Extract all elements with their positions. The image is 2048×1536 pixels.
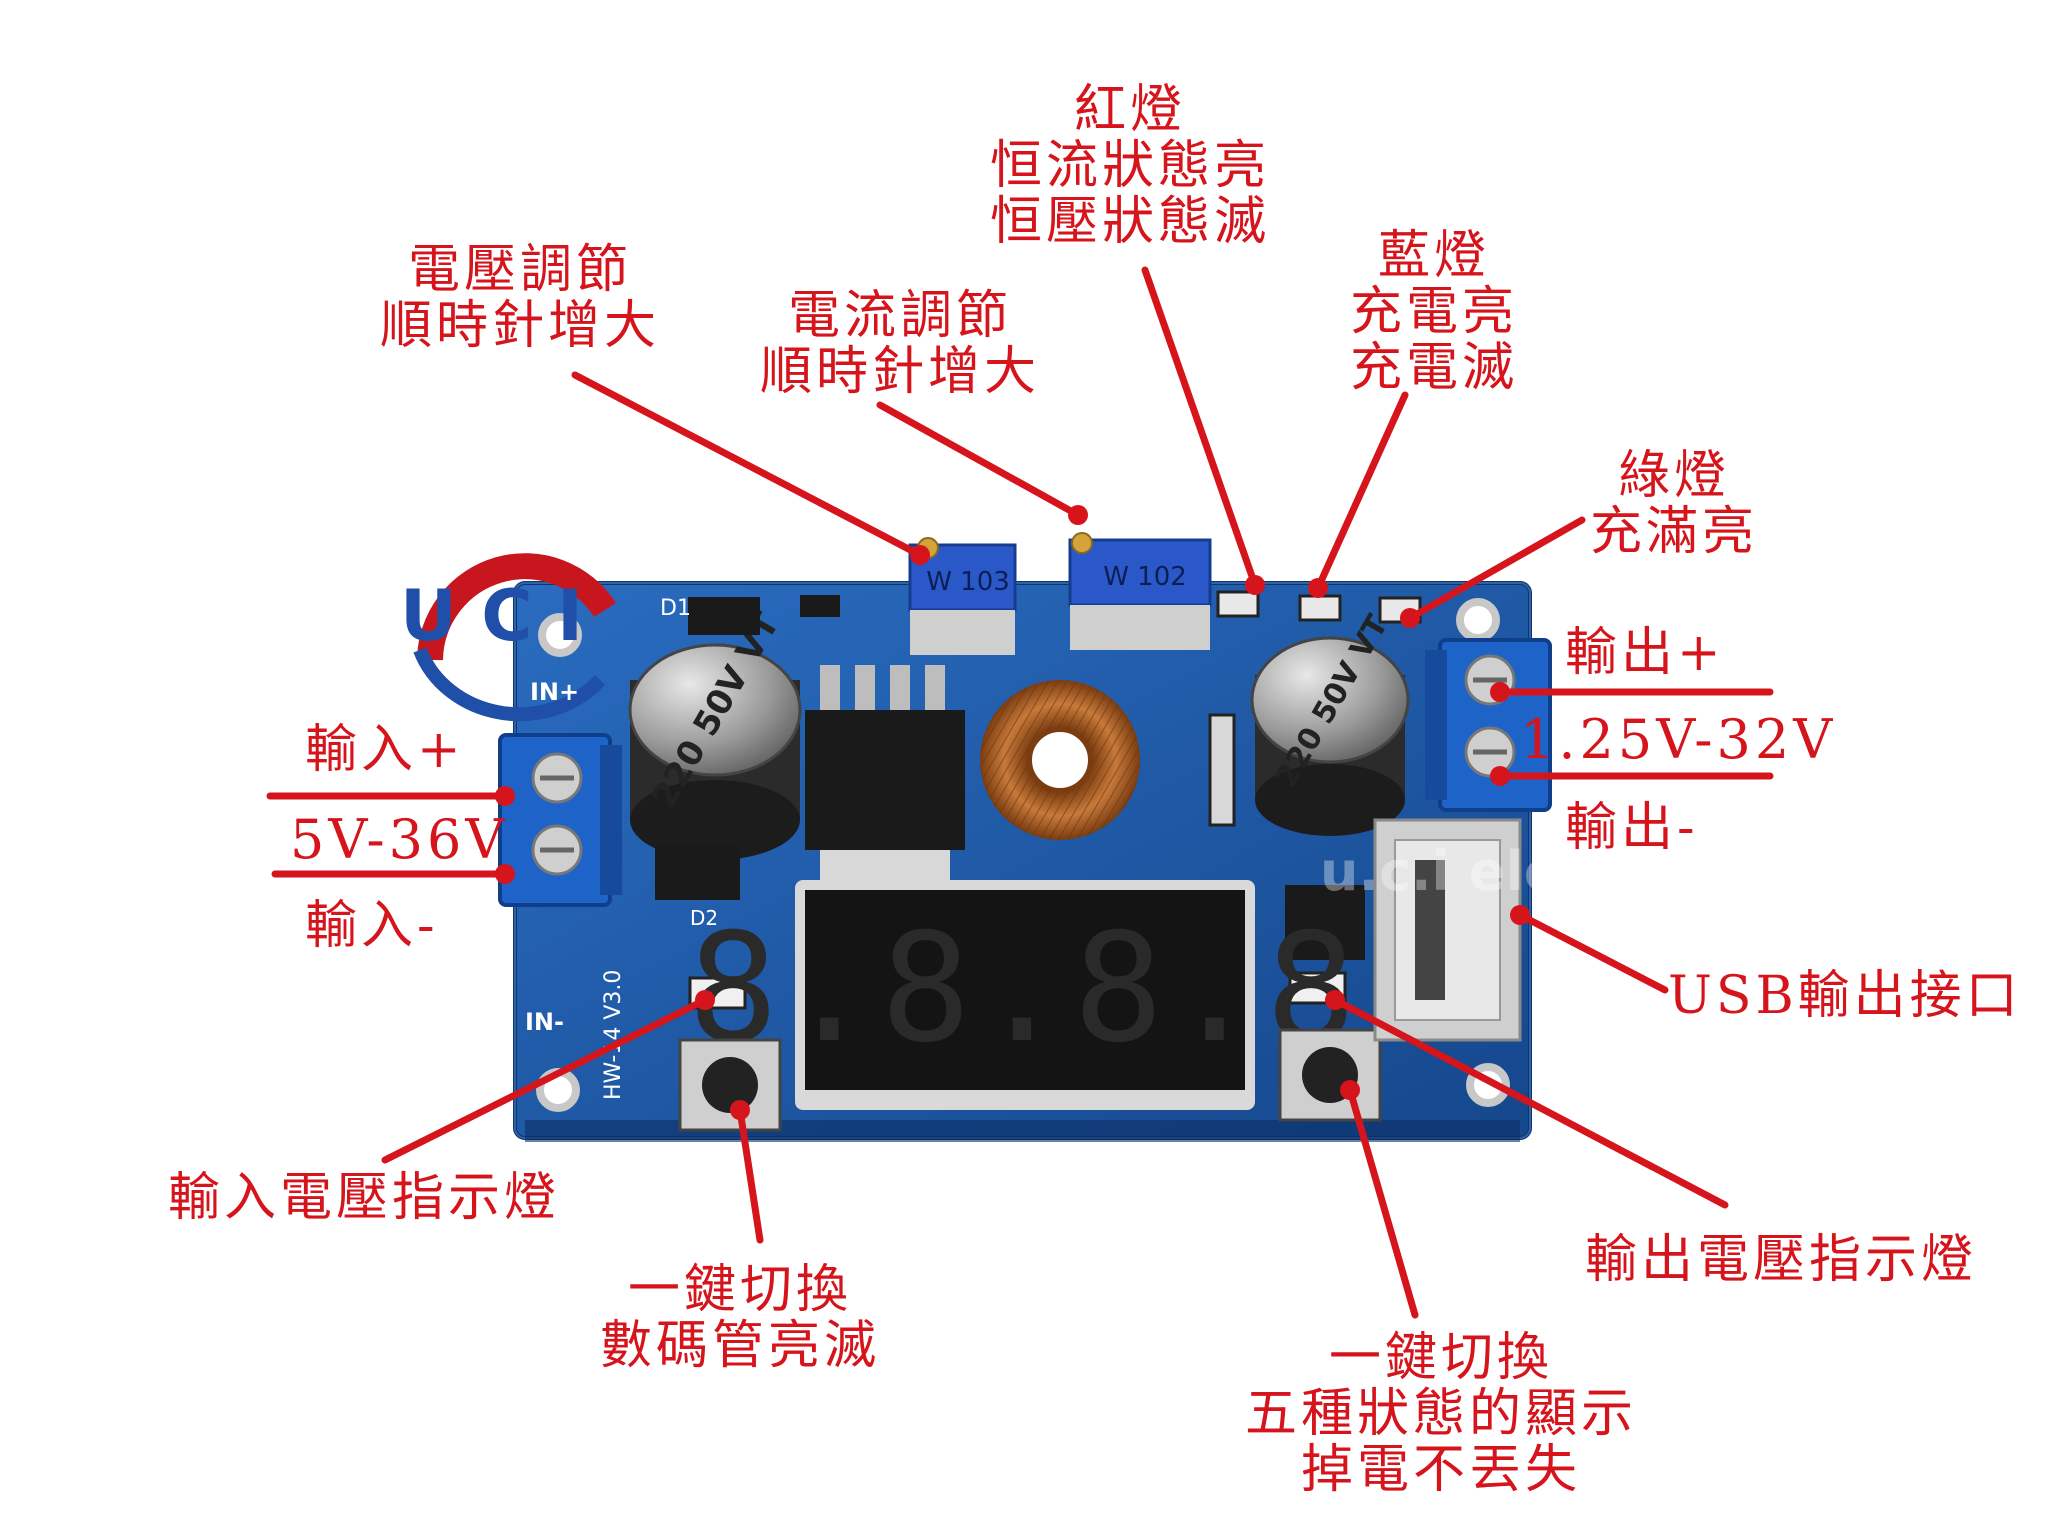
silk-d1: D1 (660, 596, 691, 621)
regulator-ic (805, 665, 965, 880)
label-output-range: 1.25V-32V (1520, 708, 1837, 771)
pointer-usb (1516, 911, 1669, 994)
pointer-voltage-adjust (571, 371, 924, 559)
pointer-output-voltage-led (1331, 996, 1729, 1209)
pot-right-text: W 102 (1103, 562, 1187, 592)
usb-port-icon (1373, 818, 1522, 1042)
label-output-plus: 輸出+ (1565, 623, 1725, 683)
logo-letters: U C I (400, 575, 583, 657)
silk-in-plus: IN+ (530, 678, 579, 706)
label-input-minus: 輸入- (305, 896, 439, 956)
label-current-adjust: 電流調節 順時針增大 (760, 286, 1041, 402)
label-usb-output: USB輸出接口 (1668, 966, 2022, 1026)
output-terminal-block (1425, 638, 1552, 812)
pointer-red-led (1141, 266, 1259, 589)
label-red-led: 紅燈 恒流狀態亮 恒壓狀態滅 (990, 80, 1271, 252)
pointer-button-left (736, 1106, 764, 1244)
pot-left-text: W 103 (926, 567, 1010, 597)
uci-logo-icon: U C I (400, 553, 616, 722)
label-input-plus: 輸入+ (305, 720, 465, 780)
pointer-blue-led (1314, 391, 1409, 592)
pot-current: W 102 (1068, 532, 1212, 650)
button-left-icon[interactable] (678, 1038, 782, 1132)
label-output-minus: 輸出- (1565, 798, 1699, 858)
mount-hole-icon (538, 613, 582, 657)
red-led-icon (1216, 590, 1260, 618)
label-green-led: 綠燈 充滿亮 (1590, 446, 1759, 562)
label-input-range: 5V-36V (290, 808, 509, 871)
pointer-input-voltage-led (381, 996, 709, 1164)
seven-segment-display: 8.8.8.8 (688, 880, 1362, 1110)
display-digits: 8.8.8.8 (688, 902, 1362, 1076)
label-blue-led: 藍燈 充電亮 充電滅 (1350, 226, 1519, 398)
button-right-icon[interactable] (1278, 1028, 1382, 1122)
capacitor-right: 220 50V VT (1250, 609, 1410, 836)
silk-model: HW-14 V3.0 (601, 970, 626, 1100)
watermark: u.c.i electronic (1320, 840, 1771, 903)
pointer-green-led (1406, 516, 1586, 622)
input-voltage-led-icon (688, 976, 747, 1010)
pointer-button-right (1346, 1086, 1419, 1319)
label-input-voltage-led: 輸入電壓指示燈 (168, 1168, 561, 1228)
toroid-inductor (980, 680, 1140, 840)
label-voltage-adjust: 電壓調節 順時針增大 (380, 240, 661, 356)
blue-led-icon (1298, 594, 1342, 622)
input-terminal-block (498, 733, 622, 907)
silk-in-minus: IN- (525, 1008, 564, 1036)
mount-hole-icon (1456, 598, 1500, 642)
label-button-left: 一鍵切換 數碼管亮滅 (600, 1260, 881, 1376)
silk-d2: D2 (690, 906, 718, 930)
label-output-voltage-led: 輸出電壓指示燈 (1585, 1230, 1978, 1290)
label-button-right: 一鍵切換 五種狀態的顯示 掉電不丟失 (1245, 1328, 1638, 1500)
pointer-current-adjust (876, 401, 1082, 519)
